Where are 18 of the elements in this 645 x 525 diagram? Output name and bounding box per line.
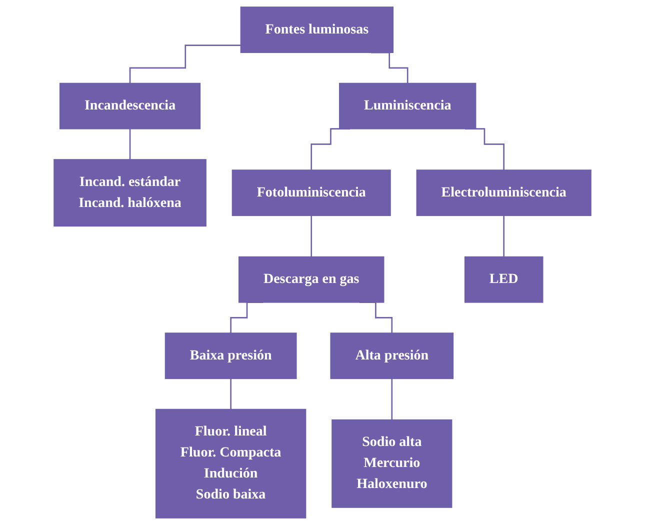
node-box: Baixa presión: [164, 332, 297, 380]
node-box: LED: [464, 256, 544, 303]
node-box: Fontes luminosas: [240, 6, 394, 54]
node-box: Electroluminiscencia: [416, 170, 592, 216]
node-box: Sodio alta Mercurio Haloxenuro: [332, 419, 452, 508]
node-box: Fotoluminiscencia: [232, 170, 391, 216]
connector: [503, 214, 504, 258]
node-box: Descarga en gas: [238, 256, 384, 303]
connector: [310, 214, 312, 258]
node-box: Fluor. lineal Fluor. Compacta Indución Sodio baixa: [155, 408, 306, 518]
connector: [391, 378, 393, 420]
connector: [129, 44, 241, 84]
node-box: Luminiscencia: [339, 82, 476, 130]
node-box: Alta presión: [330, 332, 454, 380]
connector: [129, 128, 131, 160]
connector: [230, 378, 232, 410]
node-box: Incandescencia: [59, 82, 201, 130]
node-box: Incand. estándar Incand. halóxena: [54, 159, 206, 227]
